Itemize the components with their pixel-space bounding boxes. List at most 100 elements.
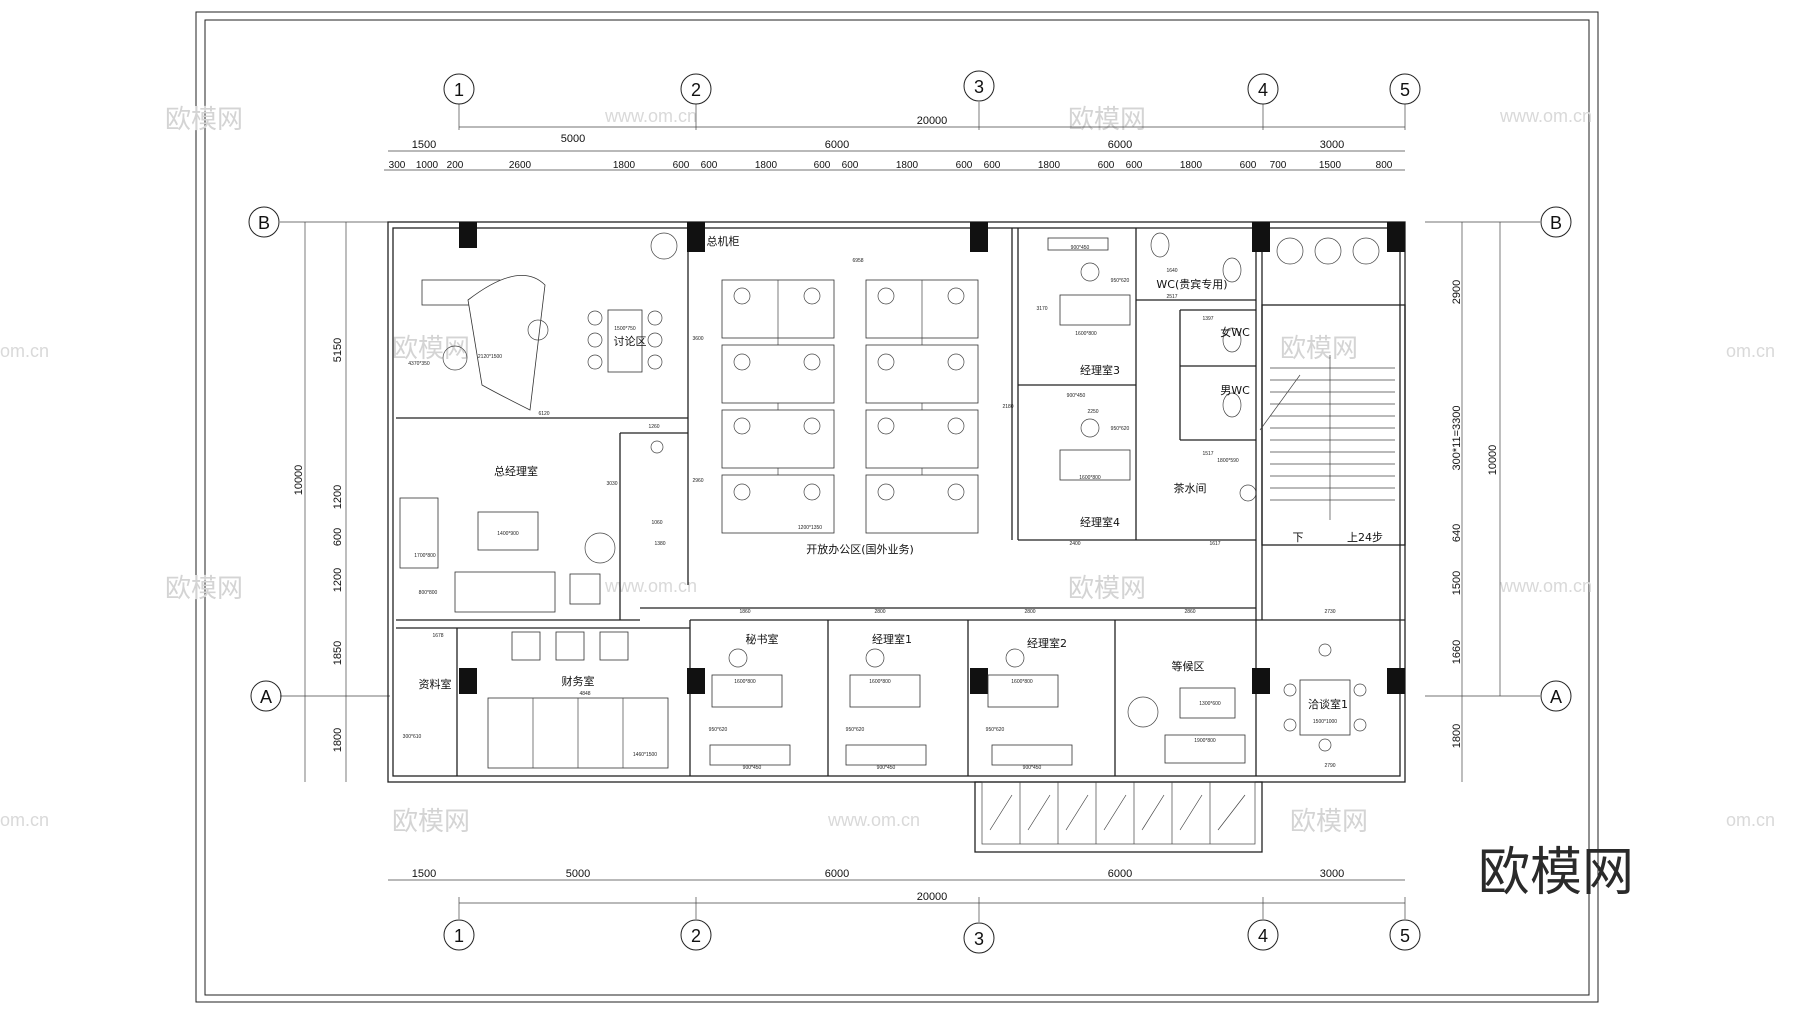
svg-text:1500: 1500 [1319,160,1342,171]
svg-text:1617: 1617 [1209,541,1220,547]
svg-text:2960: 2960 [692,478,703,484]
label-stair-up: 上24步 [1347,531,1383,544]
svg-text:1400*900: 1400*900 [497,531,519,537]
svg-text:1850: 1850 [332,641,344,665]
svg-text:900*450: 900*450 [1067,393,1086,399]
label-tea-room: 茶水间 [1174,482,1207,495]
label-main-cabinet: 总机柜 [707,234,740,248]
axis-1-bottom: 1 [443,919,475,951]
svg-text:欧模网: 欧模网 [1068,574,1146,604]
svg-text:1500: 1500 [1451,571,1463,595]
svg-text:1460*1500: 1460*1500 [633,752,657,758]
svg-text:3030: 3030 [606,481,617,487]
svg-text:欧模网: 欧模网 [165,105,243,135]
outer-frame [195,11,1599,1003]
svg-text:640: 640 [1451,524,1463,542]
svg-text:1260: 1260 [648,424,659,430]
svg-text:1500: 1500 [412,139,436,151]
svg-text:1060: 1060 [651,520,662,526]
axis-B-right: B [1540,206,1572,238]
label-female-wc: 女WC [1220,325,1250,339]
svg-text:3000: 3000 [1320,868,1344,880]
svg-text:1800: 1800 [1180,160,1203,171]
svg-text:6000: 6000 [825,868,849,880]
svg-text:1660: 1660 [1451,640,1463,664]
svg-text:800*800: 800*800 [419,590,438,596]
axis-2-top: 2 [680,73,712,105]
svg-text:600: 600 [1098,160,1115,171]
balcony-glazing [974,781,1263,853]
axis-5-top: 5 [1389,73,1421,105]
svg-text:1700*800: 1700*800 [414,553,436,559]
top-dimensions: 20000 1500 5000 6000 6000 3000 300 1000 … [384,115,1405,171]
svg-text:欧模网: 欧模网 [392,334,470,364]
svg-text:1600*800: 1600*800 [1075,331,1097,337]
svg-text:om.cn: om.cn [0,341,49,361]
svg-text:300*11=3300: 300*11=3300 [1451,406,1463,471]
svg-text:950*620: 950*620 [986,727,1005,733]
label-stair-down: 下 [1293,531,1304,544]
svg-text:300*610: 300*610 [403,734,422,740]
svg-text:600: 600 [701,160,718,171]
label-waiting: 等候区 [1172,659,1205,673]
svg-text:1800: 1800 [332,728,344,752]
axis-A-right: A [1540,680,1572,712]
svg-text:1800: 1800 [755,160,778,171]
svg-text:1200: 1200 [332,568,344,592]
label-vip-wc: WC(贵宾专用) [1156,277,1227,291]
svg-text:5: 5 [1400,926,1410,946]
structural-columns [459,222,1405,694]
svg-text:A: A [260,687,272,707]
svg-text:1500*1000: 1500*1000 [1313,719,1337,725]
svg-text:欧模网: 欧模网 [1068,105,1146,135]
svg-text:2400: 2400 [1069,541,1080,547]
svg-text:2: 2 [691,926,701,946]
svg-text:1800: 1800 [1451,724,1463,748]
svg-text:欧模网: 欧模网 [1280,334,1358,364]
svg-text:600: 600 [984,160,1001,171]
svg-text:950*620: 950*620 [1111,278,1130,284]
svg-text:1900*800: 1900*800 [1194,738,1216,744]
right-dimensions: 2900 300*11=3300 640 1500 1660 1800 1000… [1451,222,1501,782]
svg-text:2120*1500: 2120*1500 [478,354,502,360]
svg-text:6000: 6000 [1108,868,1132,880]
svg-text:3000: 3000 [1320,139,1344,151]
svg-text:2790: 2790 [1324,763,1335,769]
gm-office-furniture [399,275,664,613]
svg-text:1860: 1860 [739,609,750,615]
label-open-office: 开放办公区(国外业务) [806,542,914,556]
axis-bubbles: 1 2 3 4 5 1 2 3 4 5 B A B A [248,70,1572,954]
svg-text:1200*1350: 1200*1350 [798,525,822,531]
svg-text:5: 5 [1400,80,1410,100]
label-male-wc: 男WC [1220,384,1250,397]
svg-text:1200: 1200 [332,485,344,509]
small-annotations: 6958 6120 2120*1500 4370*350 1500*750 14… [403,245,1338,771]
svg-text:2800: 2800 [1024,609,1035,615]
svg-text:1600*800: 1600*800 [1079,475,1101,481]
svg-text:www.om.cn: www.om.cn [604,106,697,126]
label-manager-1: 经理室1 [872,632,912,646]
svg-text:2800: 2800 [874,609,885,615]
axis-4-bottom: 4 [1247,919,1279,951]
watermarks: 欧模网 www.om.cn 欧模网 www.om.cn om.cn 欧模网 欧模… [0,105,1775,837]
svg-text:600: 600 [1240,160,1257,171]
bottom-dimensions: 1500 5000 6000 6000 3000 20000 [388,868,1405,904]
label-manager-3: 经理室3 [1080,363,1120,377]
svg-text:900*450: 900*450 [877,765,896,771]
svg-text:900*450: 900*450 [1023,765,1042,771]
svg-text:B: B [258,213,270,233]
svg-text:4: 4 [1258,926,1268,946]
svg-text:1800: 1800 [1038,160,1061,171]
svg-text:800: 800 [1376,160,1393,171]
svg-text:1: 1 [454,80,464,100]
svg-text:2: 2 [691,80,701,100]
svg-text:1517: 1517 [1202,451,1213,457]
svg-text:2860: 2860 [1184,609,1195,615]
plants [650,232,1380,265]
svg-text:www.om.cn: www.om.cn [1499,576,1592,596]
label-archive: 资料室 [419,677,452,691]
stair [1259,355,1395,520]
svg-text:2600: 2600 [509,160,532,171]
room-labels: 总经理室 讨论区 开放办公区(国外业务) 总机柜 经理室3 经理室4 WC(贵宾… [419,234,1384,711]
